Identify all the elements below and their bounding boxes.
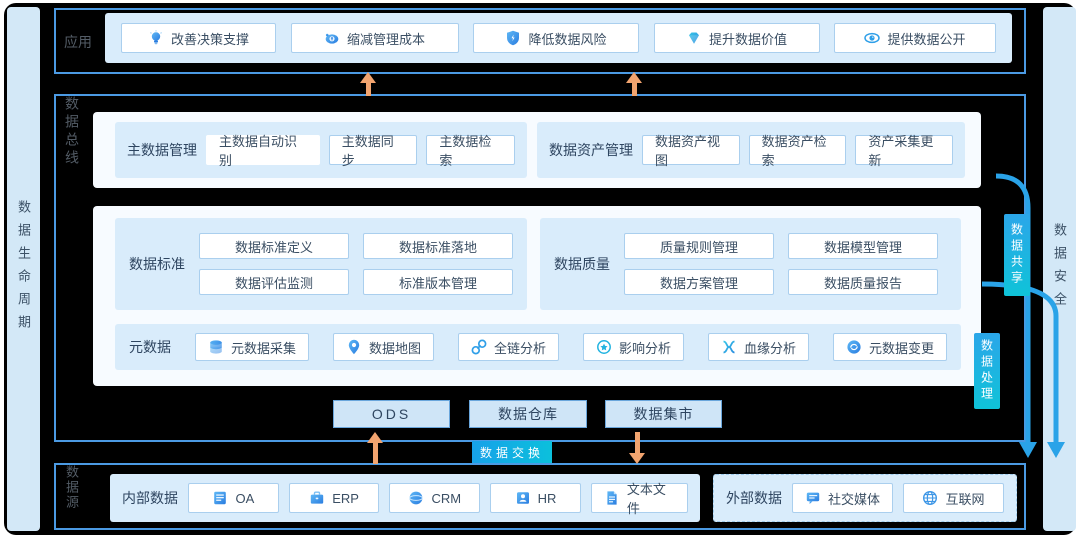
crm-button[interactable]: CRM [389,483,481,513]
master-data-group: 主数据管理 主数据自动识别 主数据同步 主数据检索 [115,122,527,178]
data-asset-group: 数据资产管理 数据资产视图 数据资产检索 资产采集更新 [537,122,965,178]
app-button-label: 提升数据价值 [708,31,787,47]
standard-version-button[interactable]: 标准版本管理 [363,269,513,295]
data-source-panel: 数据源 内部数据 OA ERP CRM HR 文本文件 外部数据 社交媒体 [54,463,1026,530]
app-button-value[interactable]: 提升数据价值 [653,23,820,53]
globe-icon [922,490,938,506]
data-source-label: 数据源 [64,465,79,510]
map-pin-icon [346,339,362,355]
down-arrow-from-data-mart [629,432,645,464]
impact-analysis-button[interactable]: 影响分析 [582,333,684,361]
data-standard-label: 数据标准 [129,256,185,272]
data-mart-box[interactable]: 数据集市 [605,400,722,428]
data-security-label: 数据安全 [1052,223,1067,315]
erp-briefcase-icon [309,490,325,506]
erp-button[interactable]: ERP [288,483,380,513]
application-label: 应用 [64,34,92,50]
quality-model-button[interactable]: 数据模型管理 [788,233,938,259]
application-panel: 应用 改善决策支撑 缩减管理成本 降低数据风险 提升数据价值 提供数据公开 [54,8,1026,74]
data-share-badge: 数据共享 [1004,214,1030,296]
data-quality-group: 数据质量 质量规则管理 数据模型管理 数据方案管理 数据质量报告 [540,218,961,310]
standard-apply-button[interactable]: 数据标准落地 [363,233,513,259]
data-asset-label: 数据资产管理 [549,142,633,158]
master-sync-button[interactable]: 主数据同步 [328,134,418,168]
asset-view-button[interactable]: 数据资产视图 [642,134,740,168]
full-chain-analysis-button[interactable]: 全链分析 [457,333,559,361]
internal-data-group: 内部数据 OA ERP CRM HR 文本文件 [110,474,700,522]
app-button-decision[interactable]: 改善决策支撑 [121,23,276,53]
eye-icon [864,30,881,46]
data-standard-group: 数据标准 数据标准定义 数据标准落地 数据评估监测 标准版本管理 [115,218,527,310]
application-strip: 改善决策支撑 缩减管理成本 降低数据风险 提升数据价值 提供数据公开 [105,13,1012,63]
master-auto-identify-button[interactable]: 主数据自动识别 [206,134,320,168]
piggy-bank-icon [324,30,340,46]
asset-search-button[interactable]: 数据资产检索 [748,134,847,168]
data-warehouse-box[interactable]: 数据仓库 [469,400,587,428]
bulb-icon [148,30,164,46]
standard-quality-card: 数据标准 数据标准定义 数据标准落地 数据评估监测 标准版本管理 数据质量 质量… [93,206,981,386]
impact-star-icon [596,339,612,355]
chain-link-icon [471,339,487,355]
asset-collect-button[interactable]: 资产采集更新 [855,134,954,168]
ods-box[interactable]: ODS [333,400,450,428]
up-arrow-to-application [626,72,642,96]
lineage-branch-icon [721,339,737,355]
standard-monitor-button[interactable]: 数据评估监测 [199,269,349,295]
metadata-change-button[interactable]: 元数据变更 [832,333,947,361]
app-button-label: 提供数据公开 [887,31,966,47]
metadata-group: 元数据 元数据采集 数据地图 全链分析 影响分析 血缘分析 [115,324,961,370]
data-platform-panel: 数据总线 主数据管理 主数据自动识别 主数据同步 主数据检索 数据资产管理 数据… [54,94,1026,442]
data-exchange-badge: 数据交换 [472,441,552,463]
standard-define-button[interactable]: 数据标准定义 [199,233,349,259]
app-button-risk[interactable]: 降低数据风险 [473,23,639,53]
quality-plan-button[interactable]: 数据方案管理 [624,269,774,295]
master-search-button[interactable]: 主数据检索 [426,134,516,168]
data-quality-label: 数据质量 [554,256,610,272]
data-lifecycle-bar: 数据生命周期 [7,7,40,531]
up-arrow-to-ods [367,432,383,464]
text-file-button[interactable]: 文本文件 [590,482,688,516]
data-platform-label: 数据总线 [64,96,80,168]
hr-button[interactable]: HR [490,483,581,513]
metadata-label: 元数据 [129,339,171,355]
app-button-cost[interactable]: 缩减管理成本 [290,23,459,53]
hr-person-icon [515,490,531,506]
app-button-open[interactable]: 提供数据公开 [834,23,996,53]
app-button-label: 改善决策支撑 [170,31,249,47]
change-refresh-icon [846,339,862,355]
internal-data-label: 内部数据 [122,490,178,506]
social-chat-icon [805,490,821,506]
up-arrow-to-application [360,72,376,96]
master-data-label: 主数据管理 [127,142,197,158]
data-process-badge: 数据处理 [974,333,1000,409]
external-data-group: 外部数据 社交媒体 互联网 [713,474,1017,522]
lineage-analysis-button[interactable]: 血缘分析 [707,333,809,361]
crm-badge-icon [408,490,424,506]
external-data-label: 外部数据 [726,490,782,506]
social-media-button[interactable]: 社交媒体 [792,483,893,513]
text-file-icon [604,490,620,506]
data-map-button[interactable]: 数据地图 [332,333,434,361]
app-button-label: 缩减管理成本 [346,31,425,47]
data-security-bar: 数据安全 [1043,7,1076,531]
quality-report-button[interactable]: 数据质量报告 [788,269,938,295]
diamond-icon [686,30,702,46]
master-asset-card: 主数据管理 主数据自动识别 主数据同步 主数据检索 数据资产管理 数据资产视图 … [93,112,981,188]
data-lifecycle-label: 数据生命周期 [16,200,31,338]
shield-icon [505,30,521,46]
oa-document-icon [212,490,228,506]
quality-rule-button[interactable]: 质量规则管理 [624,233,774,259]
oa-button[interactable]: OA [188,483,279,513]
app-button-label: 降低数据风险 [528,31,607,47]
internet-button[interactable]: 互联网 [903,483,1004,513]
database-icon [208,339,224,355]
metadata-collect-button[interactable]: 元数据采集 [194,333,309,361]
